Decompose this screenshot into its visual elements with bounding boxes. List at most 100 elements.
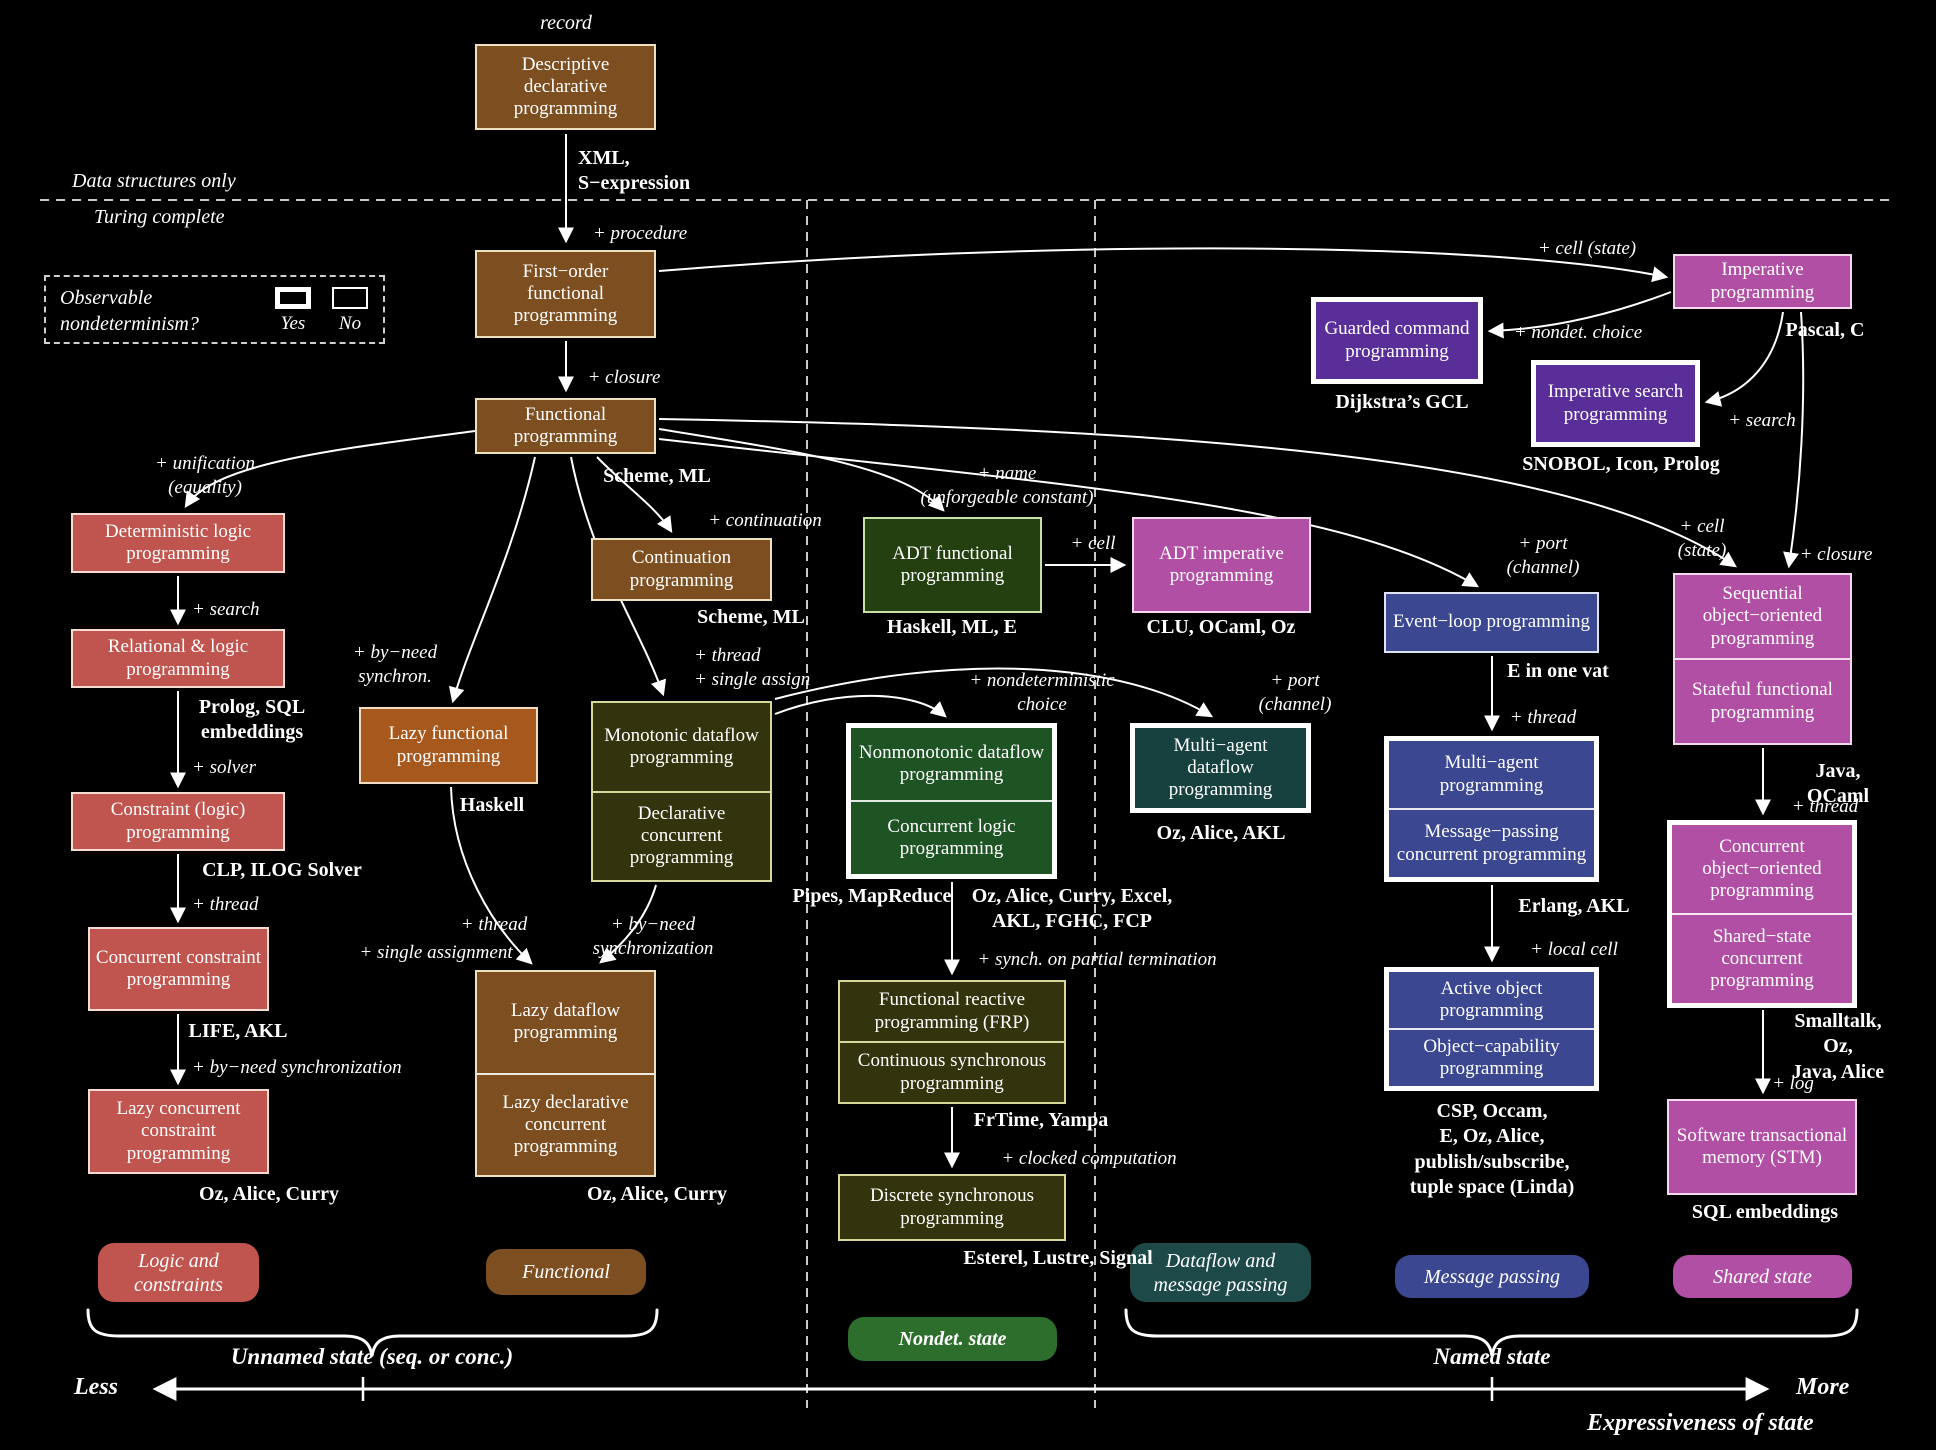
node-title: Constraint (logic) programming <box>110 799 246 843</box>
edge-search-left: + search <box>192 599 260 620</box>
node-title: Functional programming <box>513 403 618 447</box>
pill-message-passing: Message passing <box>1395 1255 1589 1298</box>
caption-haskell-ml-e: Haskell, ML, E <box>886 616 1018 638</box>
edge-local-cell: + local cell <box>1530 939 1618 960</box>
node-title: Imperative search programming <box>1547 381 1684 425</box>
caption-clp: CLP, ILOG Solver <box>202 859 362 881</box>
node-title-top: Sequential object−oriented programming <box>1702 583 1823 649</box>
node-imperative-search: Imperative search programming <box>1531 360 1700 447</box>
node-title: Concurrent constraint programming <box>95 946 262 990</box>
edge-continuation: + continuation <box>708 510 822 531</box>
paradigm-arrows <box>170 134 1805 1169</box>
edge-port-channel-2: + port (channel) <box>1506 533 1580 578</box>
edge-search-right: + search <box>1728 410 1796 431</box>
nondeterminism-legend: Observable nondeterminism? Yes No <box>44 275 385 344</box>
edge-thread-single-assign: + thread + single assign <box>694 645 811 690</box>
edge-name: + name (unforgeable constant) <box>920 463 1094 508</box>
pill-nondet-state: Nondet. state <box>848 1317 1057 1361</box>
pill-logic-constraints: Logic and constraints <box>98 1243 259 1302</box>
axis-expressiveness-label: Expressiveness of state <box>1587 1410 1814 1436</box>
edge-cell: + cell <box>1070 533 1116 554</box>
caption-sql-embeddings: SQL embeddings <box>1691 1201 1839 1223</box>
caption-prolog-sql: Prolog, SQL embeddings <box>198 696 306 744</box>
edge-thread-event: + thread <box>1509 707 1577 728</box>
node-title: ADT functional programming <box>892 542 1013 586</box>
caption-pipes-mapreduce: Pipes, MapReduce <box>792 885 952 907</box>
pill-functional: Functional <box>486 1249 646 1295</box>
node-title: Relational & logic programming <box>107 636 249 680</box>
state-braces <box>86 1308 1859 1357</box>
node-title-top: Concurrent object−oriented programming <box>1702 835 1822 902</box>
node-title-top: Multi−agent programming <box>1439 752 1544 796</box>
node-multi-agent-dataflow: Multi−agent dataflow programming <box>1130 723 1311 813</box>
node-title: Deterministic logic programming <box>104 520 252 564</box>
node-adt-imperative: ADT imperative programming <box>1132 517 1311 613</box>
legend-yes-label: Yes <box>280 313 306 334</box>
data-structures-only-label: Data structures only <box>72 170 236 192</box>
node-title-bottom: Stateful functional programming <box>1675 658 1850 743</box>
node-title: Descriptive declarative programming <box>513 53 618 120</box>
edge-by-need-left: + by−need synchronization <box>192 1057 402 1078</box>
caption-java-ocaml: Java, OCaml <box>1806 760 1870 808</box>
caption-frtime-yampa: FrTime, Yampa <box>973 1109 1109 1131</box>
legend-yes-box <box>275 287 311 309</box>
node-title: Lazy concurrent constraint programming <box>116 1098 241 1164</box>
caption-scheme-ml-2: Scheme, ML <box>697 606 805 628</box>
node-adt-functional: ADT functional programming <box>863 517 1042 613</box>
node-title-bottom: Concurrent logic programming <box>851 800 1052 874</box>
node-title-bottom: Continuous synchronous programming <box>840 1041 1064 1102</box>
node-title: Imperative programming <box>1710 259 1815 303</box>
node-monotonic-dataflow: Monotonic dataflow programming Declarati… <box>591 701 772 882</box>
node-title-top: Monotonic dataflow programming <box>604 724 759 768</box>
expressiveness-axis <box>152 1377 1770 1401</box>
node-title-top: Nonmonotonic dataflow programming <box>858 741 1045 785</box>
node-title: Software transactional memory (STM) <box>1676 1124 1848 1168</box>
node-title: Guarded command programming <box>1324 318 1470 362</box>
legend-no-label: No <box>338 313 362 334</box>
caption-e-in-one-vat: E in one vat <box>1507 660 1609 682</box>
edge-thread-lazy: + thread <box>460 914 528 935</box>
edge-port-channel-1: + port (channel) <box>1258 670 1332 715</box>
caption-xml: XML, S−expression <box>578 147 691 195</box>
node-imperative: Imperative programming <box>1673 254 1852 309</box>
turing-complete-label: Turing complete <box>94 206 225 228</box>
pill-shared-state: Shared state <box>1673 1255 1852 1298</box>
axis-less-label: Less <box>74 1374 118 1400</box>
unnamed-state-label: Unnamed state (seq. or conc.) <box>230 1344 514 1369</box>
edge-nondet-choice-right: + nondet. choice <box>1513 322 1643 343</box>
node-title-top: Lazy dataflow programming <box>510 1000 621 1044</box>
node-deterministic-logic: Deterministic logic programming <box>71 513 285 573</box>
caption-smalltalk: Smalltalk, Oz, Java, Alice <box>1791 1010 1885 1083</box>
node-constraint-logic: Constraint (logic) programming <box>71 792 285 851</box>
node-title-bottom: Declarative concurrent programming <box>593 790 770 881</box>
node-stm: Software transactional memory (STM) <box>1667 1099 1857 1195</box>
caption-haskell: Haskell <box>459 794 525 816</box>
caption-dijkstra-gcl: Dijkstra’s GCL <box>1335 391 1469 413</box>
node-title-bottom: Shared−state concurrent programming <box>1672 913 1852 1003</box>
legend-question: Observable nondeterminism? <box>60 287 199 335</box>
edge-synch-partial: + synch. on partial termination <box>977 949 1217 970</box>
node-frp: Functional reactive programming (FRP) Co… <box>838 980 1066 1104</box>
caption-oz-excel: Oz, Alice, Curry, Excel, AKL, FGHC, FCP <box>971 885 1173 933</box>
caption-clu-ocaml-oz: CLU, OCaml, Oz <box>1146 616 1296 638</box>
edge-thread-left: + thread <box>192 894 259 915</box>
edge-unification: + unification (equality) <box>155 453 255 498</box>
node-title-bottom: Lazy declarative concurrent programming <box>477 1072 654 1176</box>
node-lazy-dataflow: Lazy dataflow programming Lazy declarati… <box>475 970 656 1177</box>
edge-single-assignment: + single assignment <box>359 942 513 963</box>
node-guarded-command: Guarded command programming <box>1311 297 1483 384</box>
node-concurrent-oo: Concurrent object−oriented programming S… <box>1667 820 1857 1008</box>
node-title: Event−loop programming <box>1393 611 1590 633</box>
node-descriptive-declarative: Descriptive declarative programming <box>475 44 656 130</box>
record-label: record <box>540 12 592 34</box>
caption-csp-occam: CSP, Occam, E, Oz, Alice, publish/subscr… <box>1409 1100 1575 1199</box>
edge-by-need-synchron: + by−need synchron. <box>352 642 438 687</box>
edge-cell-state-2: + cell (state) <box>1677 516 1727 561</box>
edge-solver: + solver <box>192 757 257 778</box>
node-functional: Functional programming <box>475 398 656 454</box>
axis-more-label: More <box>1796 1374 1850 1400</box>
caption-oz-alice-curry-mid: Oz, Alice, Curry <box>587 1183 727 1205</box>
node-title-bottom: Message−passing concurrent programming <box>1389 808 1594 877</box>
node-nonmonotonic-dataflow: Nonmonotonic dataflow programming Concur… <box>846 723 1057 879</box>
